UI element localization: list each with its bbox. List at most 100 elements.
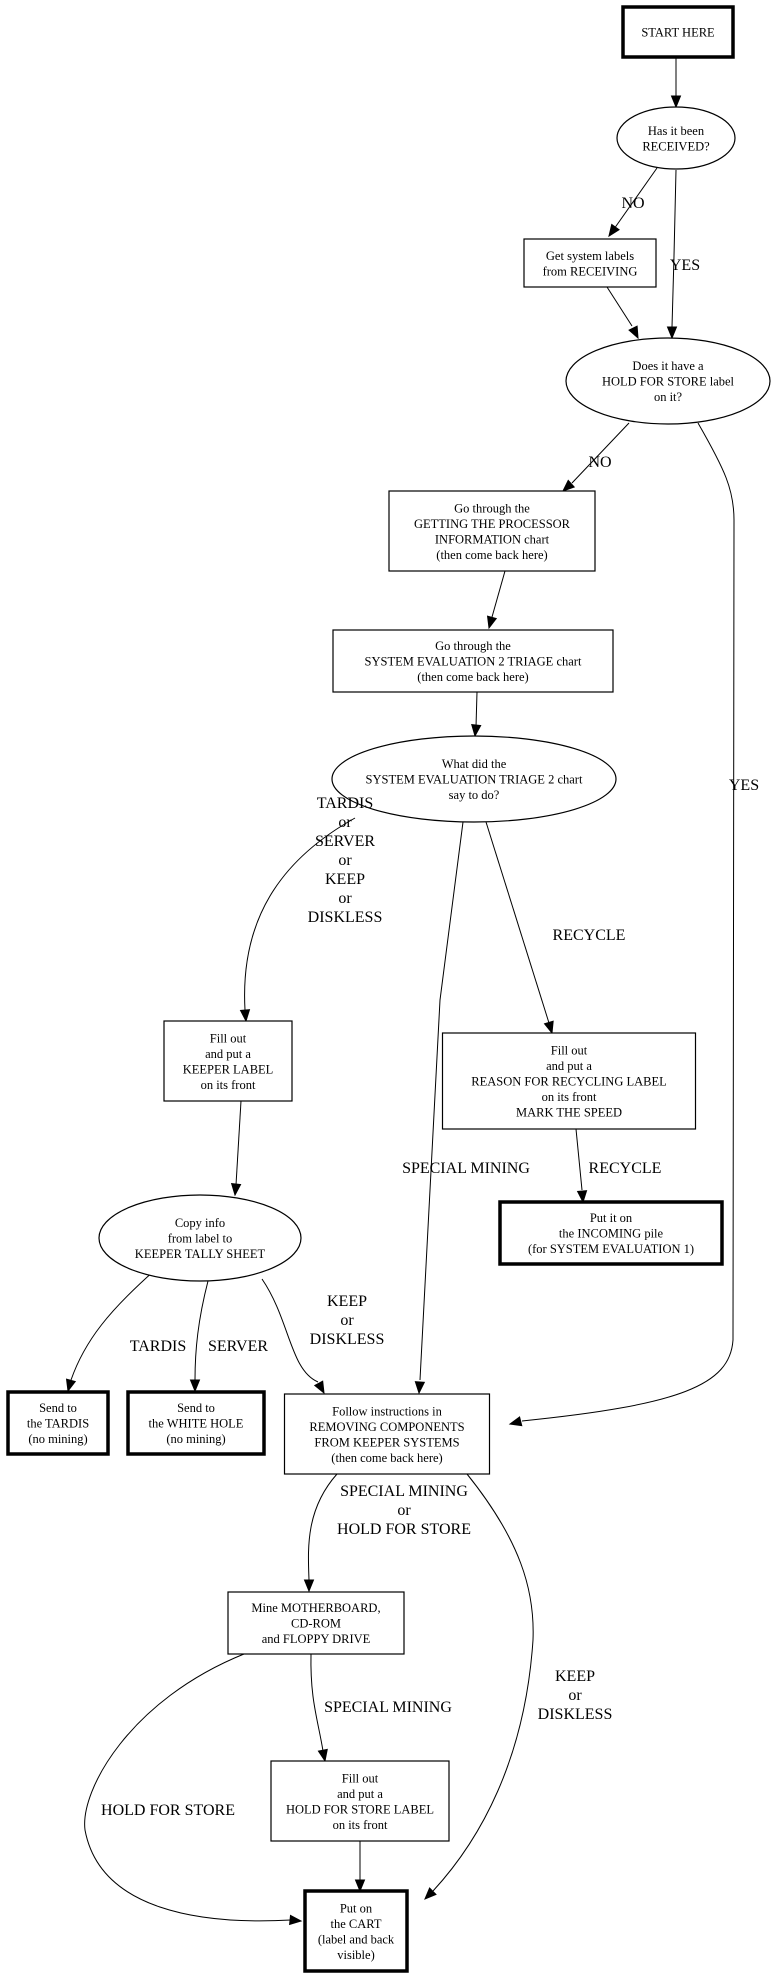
node-text-line: HOLD FOR STORE label <box>602 375 735 389</box>
edge-label-line: or <box>340 1312 354 1329</box>
edge-line <box>521 422 735 1422</box>
node-text-line: KEEPER TALLY SHEET <box>135 1247 266 1261</box>
edge-label-line: NO <box>588 454 611 471</box>
edge-label-line: or <box>397 1502 411 1519</box>
edge-triage_chart-triage_result <box>471 691 482 738</box>
edge-line <box>491 570 506 618</box>
process-box <box>523 238 657 288</box>
edges-layer <box>65 57 735 1926</box>
edge-label-line: YES <box>729 777 759 794</box>
node-text: START HERE <box>641 26 715 40</box>
edge-line <box>571 422 630 484</box>
edge-label-line: or <box>338 814 352 831</box>
edge-label: HOLD FOR STORE <box>101 1802 235 1819</box>
decision-ellipse <box>331 735 617 823</box>
arrowhead-icon <box>239 1009 251 1023</box>
node-text-line: HOLD FOR STORE LABEL <box>286 1802 434 1816</box>
node-text-line: MARK THE SPEED <box>516 1106 622 1120</box>
process-box <box>270 1760 450 1842</box>
node-text-line: Put it on <box>590 1211 633 1225</box>
edge-triage_result-keeper_label <box>239 817 356 1023</box>
node-text-line: RECEIVED? <box>642 139 710 153</box>
edge-triage_result-recycle_label <box>485 821 554 1035</box>
node-text-line: on its front <box>542 1090 597 1104</box>
node-text-line: (no mining) <box>166 1432 225 1446</box>
node-text-line: Mine MOTHERBOARD, <box>251 1601 380 1615</box>
edge-label: SPECIAL MINING <box>402 1160 530 1177</box>
edge-label-line: TARDIS <box>130 1338 187 1355</box>
edge-hold_label-removing_components <box>508 422 735 1427</box>
node-text-line: Fill out <box>551 1044 588 1058</box>
arrowhead-icon <box>317 1748 328 1763</box>
edge-label: TARDIS <box>130 1338 187 1355</box>
arrowhead-icon <box>414 1381 426 1395</box>
edge-label-line: TARDIS <box>317 795 374 812</box>
edge-line <box>613 167 658 230</box>
node-text-line: the INCOMING pile <box>559 1227 664 1241</box>
node-text-line: GETTING THE PROCESSOR <box>414 517 571 531</box>
node-text-line: Send to <box>177 1401 215 1415</box>
node-text-line: Get system labels <box>546 249 634 263</box>
node-text-line: Copy info <box>175 1216 225 1230</box>
edge-label-line: RECYCLE <box>553 927 626 944</box>
edge-line <box>575 1128 583 1191</box>
edge-label: YES <box>729 777 759 794</box>
edge-label: NO <box>621 195 644 212</box>
edge-label-line: SPECIAL MINING <box>402 1160 530 1177</box>
edge-label-line: or <box>568 1687 582 1704</box>
decision-ellipse <box>616 106 736 170</box>
edge-label-line: YES <box>670 257 700 274</box>
arrowhead-icon <box>424 1887 437 1900</box>
edge-label: SPECIAL MINING <box>324 1699 452 1716</box>
edge-label-line: HOLD FOR STORE <box>101 1802 235 1819</box>
node-text-line: on it? <box>654 390 683 404</box>
arrowhead-icon <box>628 325 639 340</box>
arrowhead-icon <box>608 223 620 238</box>
edge-tally_sheet-tardis <box>65 1269 156 1393</box>
node-text-line: and put a <box>546 1059 592 1073</box>
arrowhead-icon <box>289 1914 303 1926</box>
edge-hold_label-processor_chart <box>562 422 630 492</box>
node-text-line: KEEPER LABEL <box>183 1062 274 1076</box>
arrowhead-icon <box>230 1183 242 1197</box>
node-text-line: (then come back here) <box>436 548 547 562</box>
edge-tally_sheet-white_hole <box>189 1280 209 1393</box>
edge-label-line: DISKLESS <box>310 1331 385 1348</box>
node-text-line: START HERE <box>641 26 715 40</box>
edge-label-line: SPECIAL MINING <box>324 1699 452 1716</box>
edge-label-line: or <box>338 852 352 869</box>
node-text-line: Put on <box>340 1901 373 1915</box>
edge-line <box>485 821 550 1024</box>
arrowhead-icon <box>543 1020 554 1035</box>
edge-line <box>244 817 356 1011</box>
edge-removing_components-mine <box>303 1473 338 1593</box>
node-text-line: the TARDIS <box>27 1417 89 1431</box>
node-text-line: from label to <box>168 1232 233 1246</box>
edge-removing_components-cart <box>424 1473 534 1900</box>
edge-label-line: KEEP <box>327 1293 367 1310</box>
terminal-box <box>126 1390 266 1456</box>
decision-ellipse <box>565 337 771 425</box>
edge-label: YES <box>670 257 700 274</box>
node-text-line: REASON FOR RECYCLING LABEL <box>471 1075 667 1089</box>
edge-label-line: KEEP <box>325 871 365 888</box>
edge-hold_store_label-cart <box>354 1841 366 1893</box>
decision-ellipse <box>98 1194 302 1282</box>
